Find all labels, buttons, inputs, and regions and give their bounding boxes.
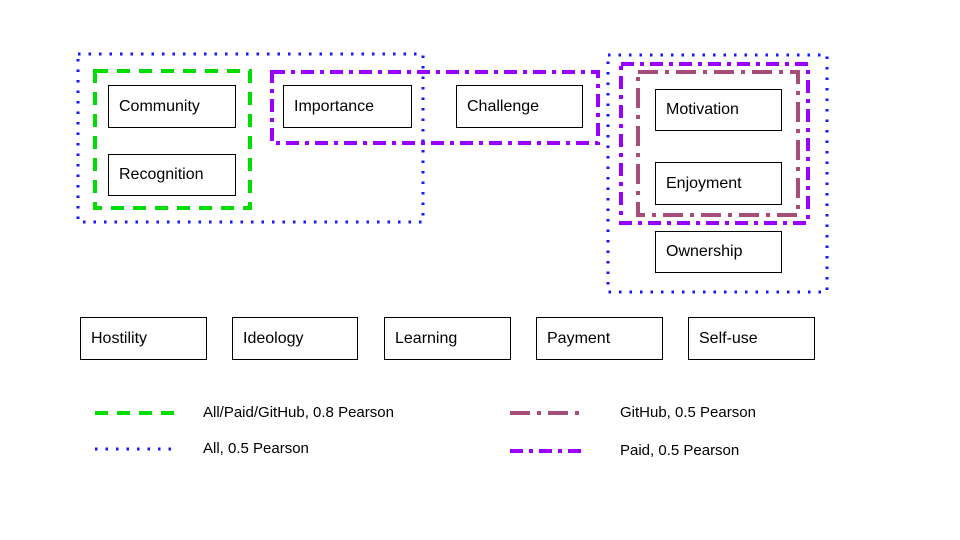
node-learning-label: Learning: [395, 329, 458, 347]
legend-label-all: All, 0.5 Pearson: [203, 440, 309, 457]
node-community-label: Community: [119, 97, 200, 115]
legend-label-github: GitHub, 0.5 Pearson: [620, 404, 756, 421]
node-learning: Learning: [384, 317, 511, 360]
cluster-outline-github: [636, 70, 800, 217]
node-payment: Payment: [536, 317, 663, 360]
node-recognition: Recognition: [108, 154, 236, 196]
node-enjoyment: Enjoyment: [655, 162, 782, 205]
node-recognition-label: Recognition: [119, 166, 204, 183]
cluster-outline-paid-left: [270, 70, 600, 145]
node-challenge-label: Challenge: [467, 97, 540, 115]
node-hostility: Hostility: [80, 317, 207, 360]
node-challenge: Challenge: [456, 85, 583, 128]
node-importance-label: Importance: [294, 97, 375, 115]
node-enjoyment-label: Enjoyment: [666, 174, 742, 192]
cluster-outline-all-paid-github: [93, 69, 252, 210]
node-self-use: Self-use: [688, 317, 815, 360]
node-importance: Importance: [283, 85, 412, 128]
node-ownership-label: Ownership: [666, 243, 743, 260]
node-motivation-label: Motivation: [666, 101, 739, 118]
cluster-outline-all-right: [606, 53, 829, 294]
node-ownership: Ownership: [655, 231, 782, 273]
node-ideology-label: Ideology: [243, 329, 304, 347]
node-motivation: Motivation: [655, 89, 782, 131]
legend-label-paid: Paid, 0.5 Pearson: [620, 442, 740, 459]
node-community: Community: [108, 85, 236, 128]
cluster-outline-paid-right: [619, 62, 810, 225]
legend-label-all-paid-github: All/Paid/GitHub, 0.8 Pearson: [203, 404, 394, 421]
node-payment-label: Payment: [547, 329, 611, 347]
node-hostility-label: Hostility: [91, 329, 148, 347]
node-ideology: Ideology: [232, 317, 358, 360]
node-self-use-label: Self-use: [699, 329, 758, 347]
